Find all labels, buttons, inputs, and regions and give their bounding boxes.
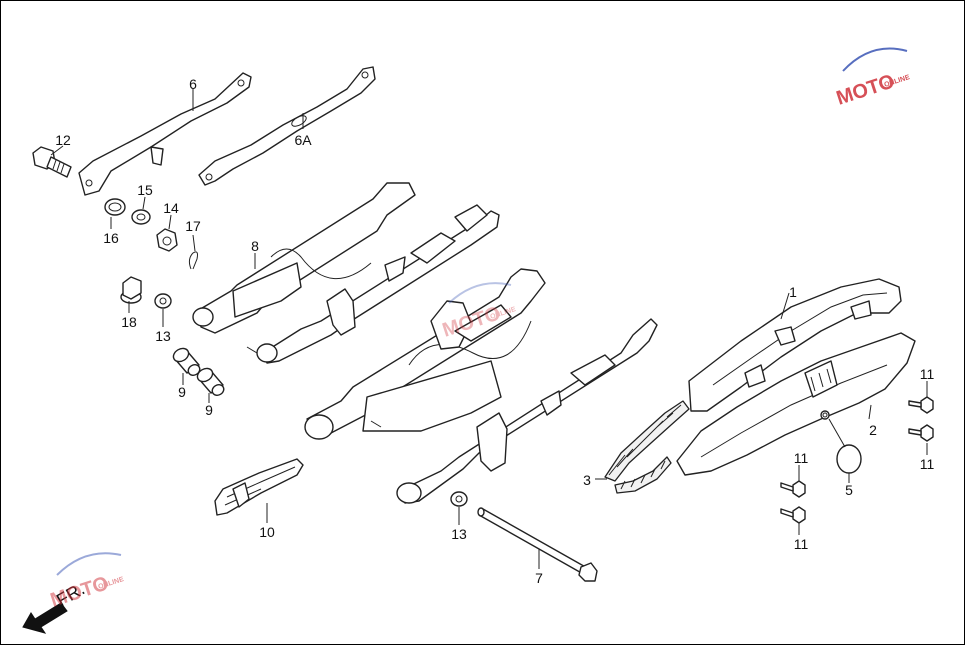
part-16-washer (104, 198, 126, 216)
label-part-8: 8 (251, 238, 259, 254)
label-part-14: 14 (163, 200, 179, 216)
part-10-chain-slider (214, 458, 304, 516)
part-8-swing-arm (192, 182, 500, 364)
label-part-9-a: 9 (178, 384, 186, 400)
part-2-chain-case-lower (676, 332, 916, 476)
label-part-13-a: 13 (155, 328, 171, 344)
part-3-drive-chain (604, 400, 690, 494)
watermark-text: MOTO (834, 70, 898, 109)
label-part-11-b: 11 (920, 456, 935, 472)
label-part-11-d: 11 (794, 536, 809, 552)
watermark-text-bottom: MOTO (48, 572, 112, 611)
label-part-6: 6 (189, 76, 197, 92)
part-6-chain-guide-bar (78, 72, 252, 196)
label-part-11-a: 11 (920, 366, 935, 382)
label-part-1: 1 (789, 284, 797, 300)
front-direction-arrow-icon (22, 602, 68, 634)
part-11-bolt-b (908, 424, 934, 442)
label-part-12: 12 (55, 132, 71, 148)
part-6a-guide-bar (198, 66, 376, 186)
part-15-washer (131, 209, 151, 225)
part-5-cap (836, 444, 862, 474)
label-part-17: 17 (185, 218, 201, 234)
label-part-3: 3 (583, 472, 591, 488)
part-11-bolt-a (908, 396, 934, 414)
watermark-logo-icon: MOTO ONLINE (834, 47, 911, 110)
label-part-16: 16 (103, 230, 119, 246)
part-9-bushing-a (172, 347, 201, 376)
label-part-6a: 6A (294, 132, 312, 148)
watermark-logo-bottom-icon: MOTO ONLINE (48, 552, 125, 612)
part-14-nut (156, 228, 178, 252)
label-part-5: 5 (845, 482, 853, 498)
label-part-2: 2 (869, 422, 877, 438)
label-part-10: 10 (259, 524, 275, 540)
part-9-bushing-b (196, 367, 225, 396)
part-18-flange-nut (120, 276, 142, 304)
part-8-swing-arm-front-view (304, 268, 658, 504)
label-part-13-b: 13 (451, 526, 467, 542)
label-part-7: 7 (535, 570, 543, 586)
part-11-bolt-d (780, 506, 806, 524)
part-17-cotter-pin (188, 251, 198, 270)
label-part-11-c: 11 (794, 450, 809, 466)
label-part-18: 18 (121, 314, 137, 330)
part-13-washer-upper (154, 293, 172, 309)
label-part-9-b: 9 (205, 402, 213, 418)
part-1-chain-case-upper (688, 278, 902, 412)
label-part-15: 15 (137, 182, 153, 198)
part-12-bolt (32, 146, 72, 178)
part-11-bolt-c (780, 480, 806, 498)
part-7-pivot-axle (477, 507, 598, 582)
part-13-washer-lower (450, 491, 468, 507)
